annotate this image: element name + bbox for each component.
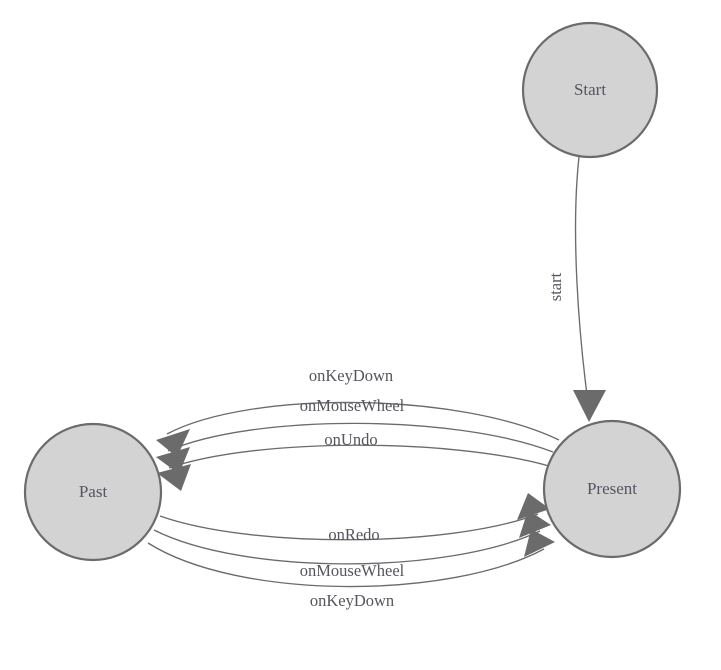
edge-line-e-mousewheel-redo (153, 529, 541, 565)
edge-line-e-undo (168, 444, 550, 469)
node-shape-present (542, 419, 682, 559)
edge-label-e-keydown-undo: onKeyDown (309, 366, 393, 385)
arrowhead-icon-e-start (573, 390, 606, 422)
arrowhead-icon-e-keydown-undo (156, 429, 190, 457)
edge-label-e-mousewheel-undo: onMouseWheel (300, 396, 405, 415)
arrowhead-icon-e-mousewheel-redo (519, 510, 551, 538)
edge-e-mousewheel-redo[interactable] (153, 510, 551, 565)
arrowhead-icon-e-undo (157, 464, 191, 491)
edge-e-keydown-redo[interactable] (147, 529, 555, 588)
edge-line-e-redo (159, 513, 539, 541)
edge-line-e-keydown-redo (147, 542, 545, 588)
edge-label-e-redo: onRedo (328, 525, 379, 544)
edge-label-e-undo: onUndo (324, 430, 377, 449)
node-start[interactable]: Start (521, 21, 659, 159)
node-past[interactable]: Past (23, 422, 163, 562)
node-label-present: Present (587, 479, 637, 498)
node-present[interactable]: Present (542, 419, 682, 559)
edge-line-e-start (574, 156, 590, 411)
node-label-start: Start (574, 80, 606, 99)
edge-e-undo[interactable] (157, 444, 550, 491)
node-shape-start (521, 21, 659, 159)
arrowhead-icon-e-keydown-redo (524, 529, 555, 557)
edge-e-keydown-undo[interactable] (156, 401, 560, 457)
edge-label-e-mousewheel-redo: onMouseWheel (300, 561, 405, 580)
node-shape-past (23, 422, 163, 562)
edges-layer (147, 156, 606, 588)
node-label-past: Past (79, 482, 108, 501)
edge-label-e-keydown-redo: onKeyDown (310, 591, 394, 610)
edge-line-e-keydown-undo (166, 401, 560, 441)
edge-labels-layer: start onKeyDown onMouseWheel onUndo onRedo on… (300, 272, 565, 609)
edge-e-redo[interactable] (159, 493, 550, 541)
edge-line-e-mousewheel-undo (167, 422, 554, 453)
edge-label-e-start: start (546, 272, 565, 301)
arrowhead-icon-e-redo (517, 493, 550, 520)
edge-e-start[interactable] (573, 156, 606, 422)
